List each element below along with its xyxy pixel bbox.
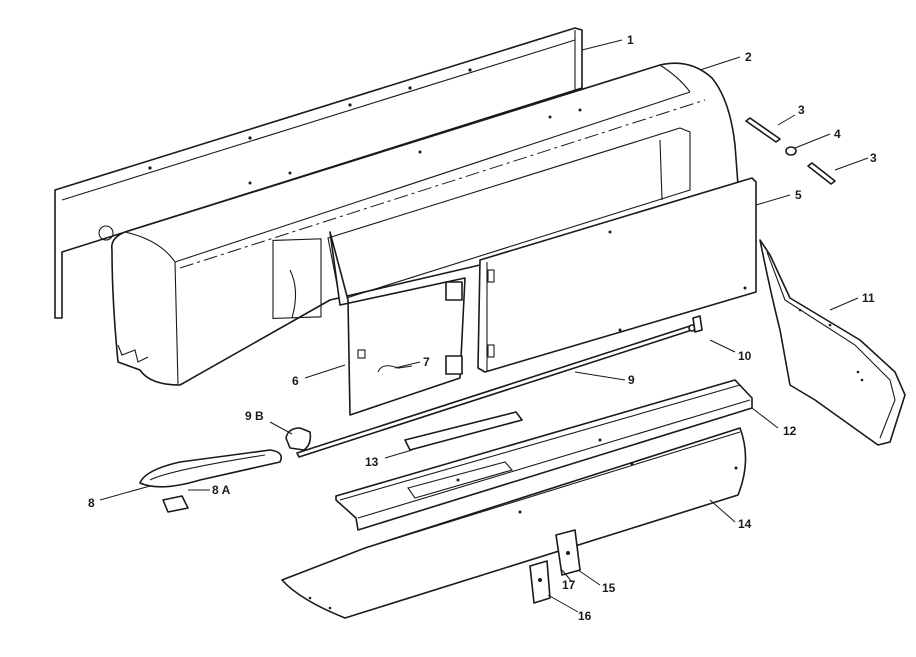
part-14-bottom-pan — [281, 427, 747, 619]
callout-4: 4 — [834, 127, 841, 141]
part-7-latch — [377, 365, 413, 373]
part-12-lower-channel — [335, 379, 753, 531]
callout-1: 1 — [627, 33, 634, 47]
leader-lines — [99, 39, 869, 613]
part-16-bracket — [529, 560, 551, 604]
callout-5: 5 — [795, 188, 802, 202]
callout-8a: 8 A — [212, 483, 231, 497]
callout-10: 10 — [738, 349, 752, 363]
part-5-front-panel — [477, 177, 757, 373]
callout-14: 14 — [738, 517, 752, 531]
part-2-main-housing — [98, 62, 739, 386]
callout-15: 15 — [602, 581, 616, 595]
part-9-rod — [296, 324, 696, 458]
callout-7: 7 — [423, 355, 430, 369]
callout-17: 17 — [562, 578, 576, 592]
part-9b-bushing — [285, 427, 312, 451]
callout-9b: 9 B — [245, 409, 264, 423]
callout-9: 9 — [628, 373, 635, 387]
part-15-bracket — [555, 529, 581, 576]
callout-12: 12 — [783, 424, 797, 438]
callout-11: 11 — [862, 291, 875, 305]
callout-8: 8 — [88, 496, 95, 510]
callout-16: 16 — [578, 609, 592, 623]
callout-3b: 3 — [870, 151, 877, 165]
callout-6: 6 — [292, 374, 299, 388]
callout-13: 13 — [365, 455, 379, 469]
callout-2: 2 — [745, 50, 752, 64]
part-11-side-trim — [759, 239, 906, 446]
part-13-plate — [404, 411, 523, 451]
part-3-pin-lower — [807, 162, 836, 185]
callout-3a: 3 — [798, 103, 805, 117]
part-6-door-panel — [329, 231, 466, 416]
part-8-handle — [139, 449, 283, 488]
part-8a-clip — [162, 495, 189, 513]
callout-labels: 1 2 3 4 3 5 11 10 7 6 9 9 B 12 13 8 8 A … — [88, 33, 877, 623]
part-10-bracket — [692, 315, 703, 333]
part-4-cap — [785, 146, 797, 156]
part-3-pin-upper — [745, 117, 781, 143]
